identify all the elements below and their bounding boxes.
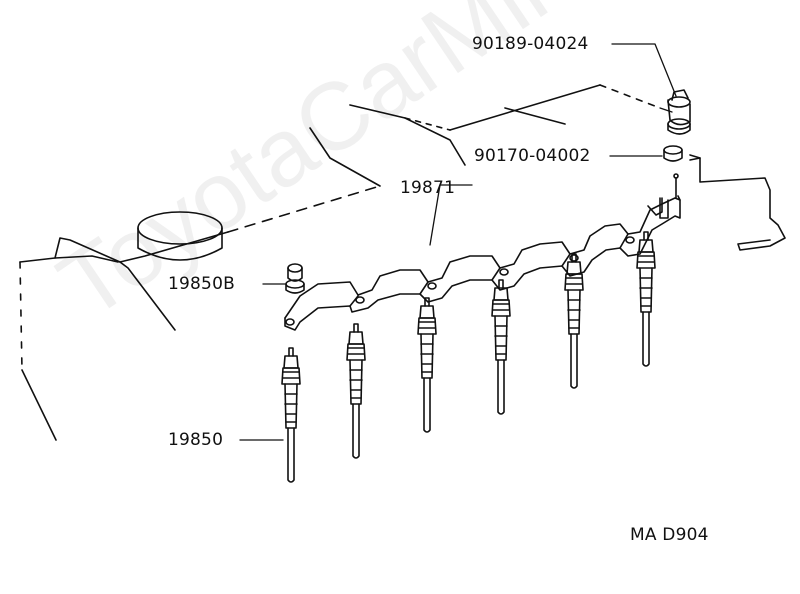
- label-19850b: 19850B: [168, 274, 235, 294]
- glow-plugs: [281, 231, 656, 483]
- glow-plug-bus-bar: [284, 173, 681, 331]
- engine-outline: [19, 84, 786, 441]
- glow-plug: [636, 231, 656, 367]
- glow-plug: [564, 253, 584, 389]
- glow-plug: [491, 279, 511, 415]
- label-19850: 19850: [168, 430, 224, 450]
- nut-19850b-part: [285, 263, 305, 294]
- nut-90189-part: [667, 89, 691, 135]
- label-90170-04002: 90170-04002: [474, 146, 591, 166]
- label-90189-04024: 90189-04024: [472, 34, 589, 54]
- washer-90170-part: [663, 145, 683, 162]
- figure-code: MA D904: [630, 525, 709, 545]
- glow-plug: [346, 323, 366, 459]
- glow-plug: [281, 347, 301, 483]
- label-19871: 19871: [400, 178, 456, 198]
- glow-plug: [417, 297, 437, 433]
- leader-lines: [239, 43, 677, 441]
